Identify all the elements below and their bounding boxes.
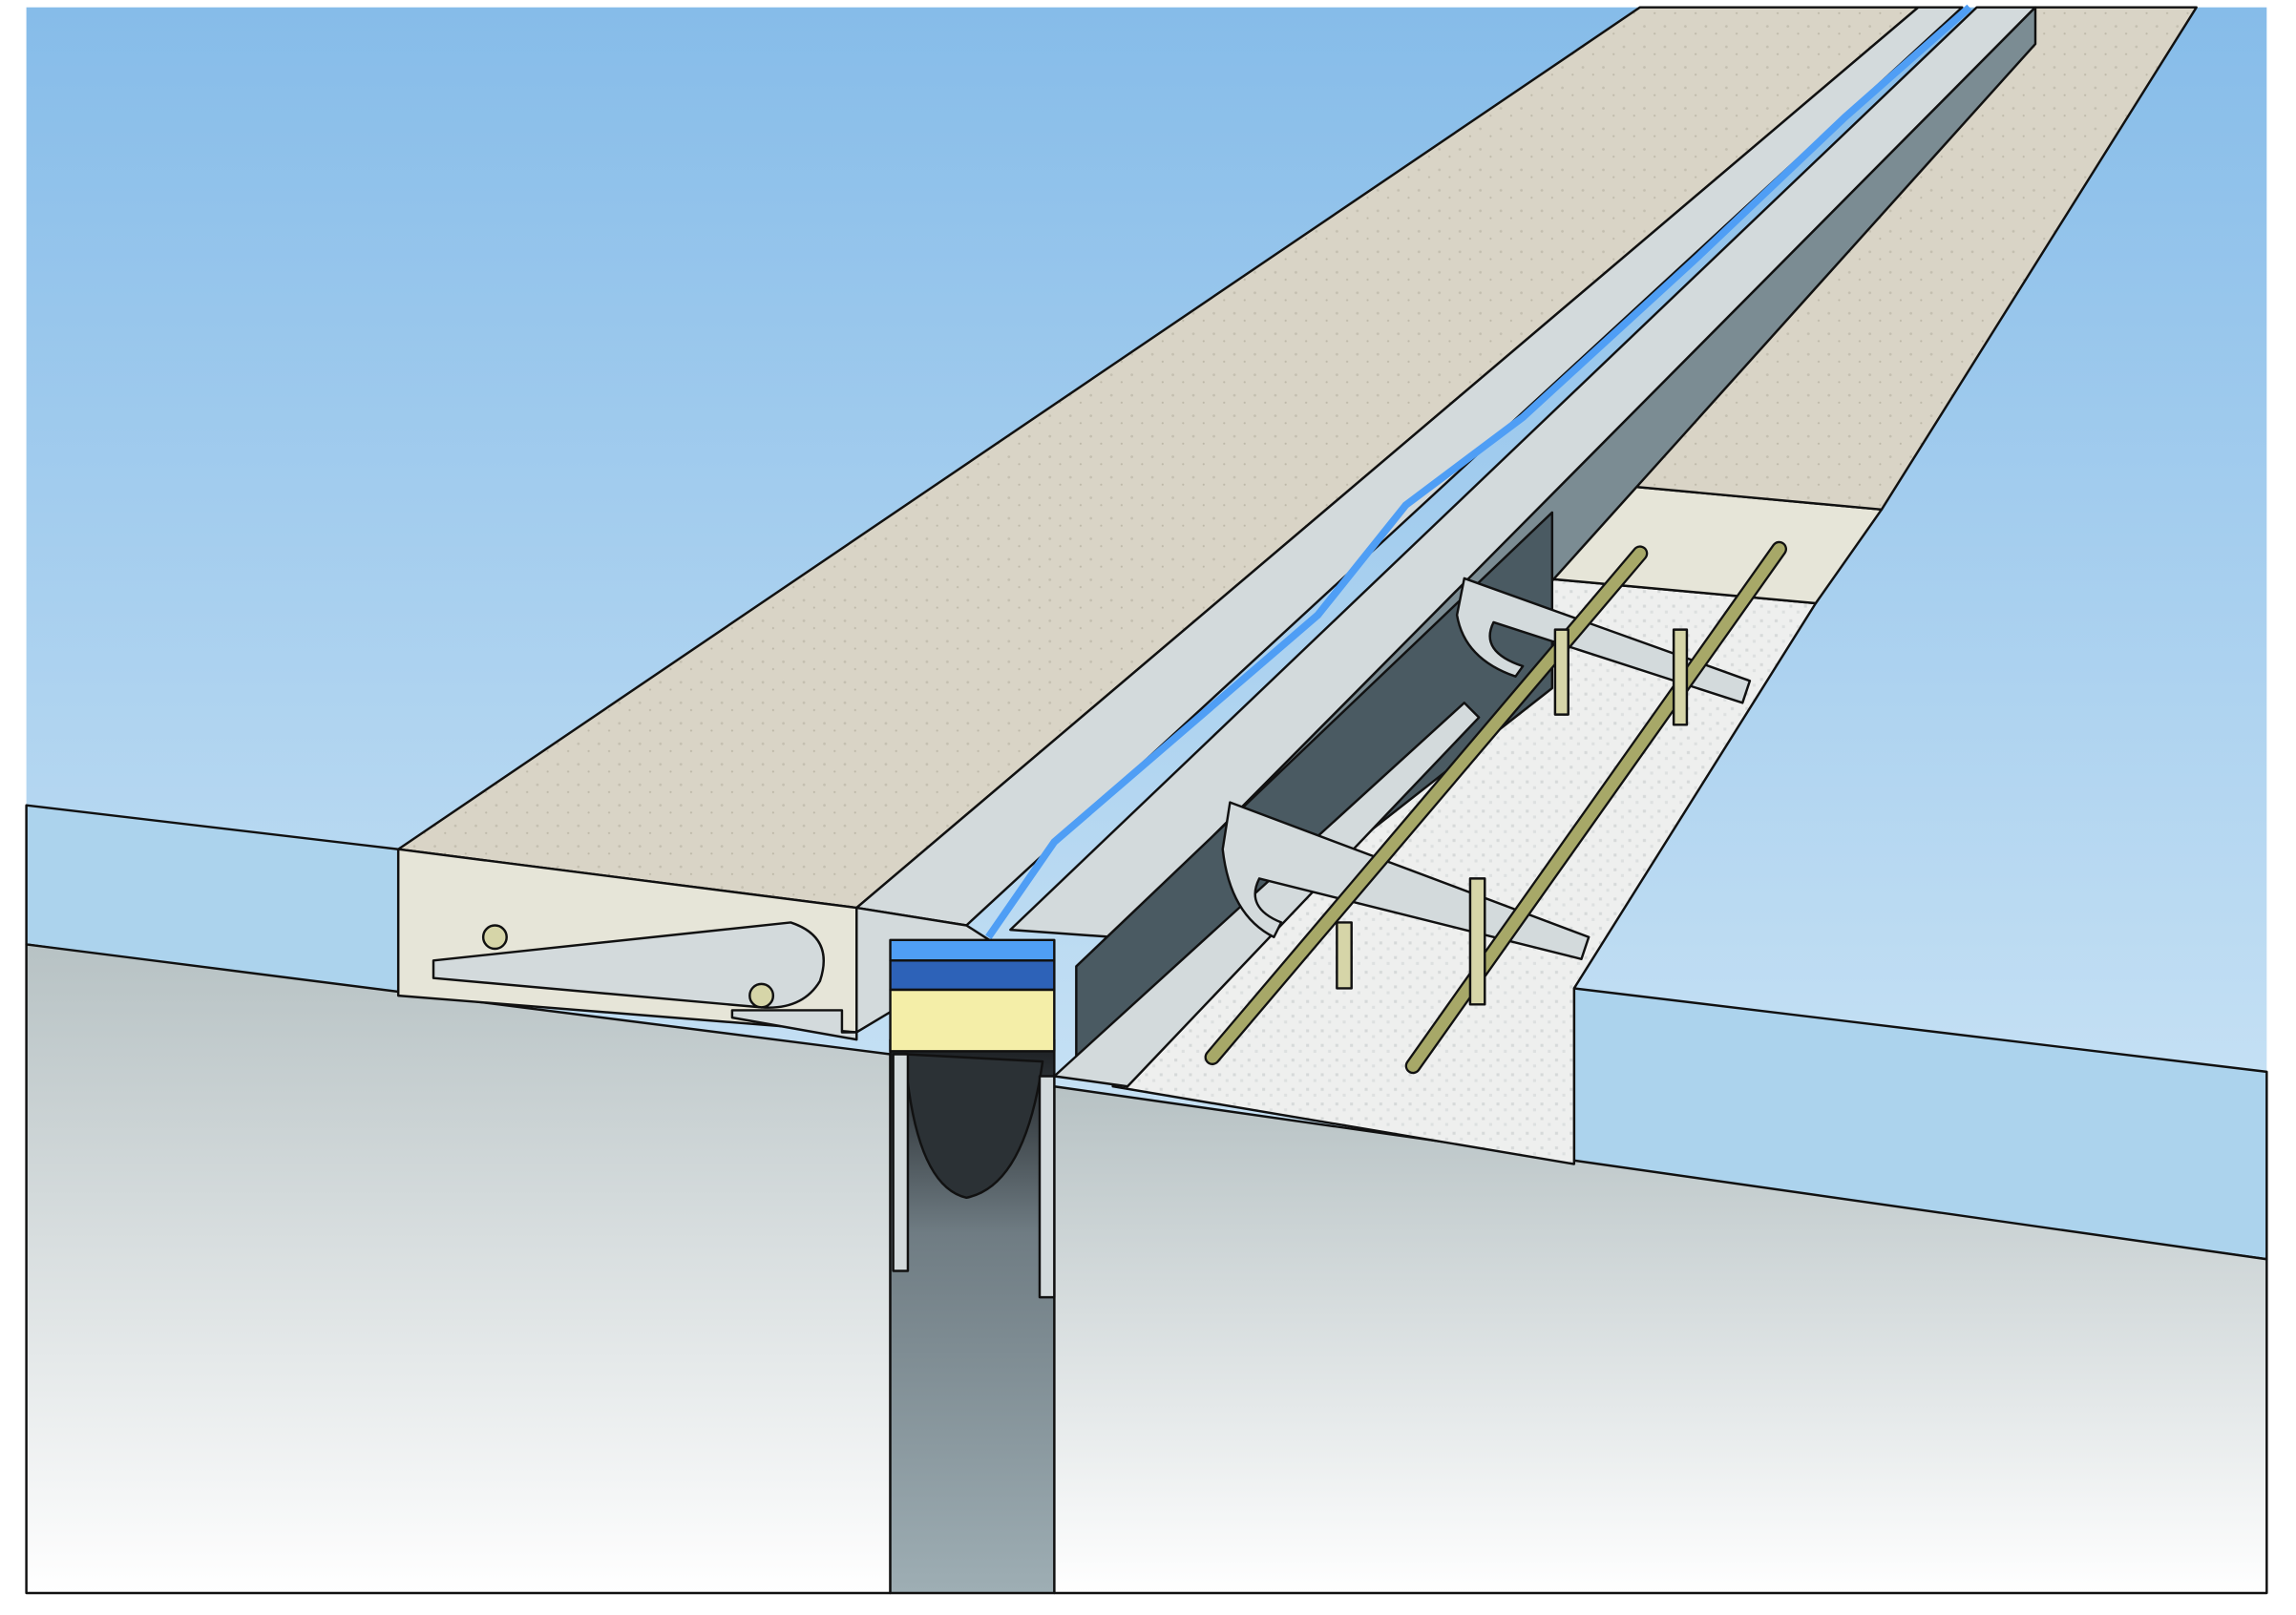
seal-top <box>889 938 1056 962</box>
stud <box>1336 921 1353 990</box>
stud <box>1468 877 1486 1006</box>
seal-strip <box>985 4 1972 939</box>
seal-dark <box>889 959 1056 992</box>
right-flange <box>1053 702 1481 1088</box>
right-edge-beam-web <box>1075 511 1554 1063</box>
gap-angle-left <box>892 1053 910 1272</box>
stud <box>1672 628 1689 726</box>
ground <box>25 943 892 1595</box>
filler <box>889 988 1056 1053</box>
rebar-end <box>481 924 508 951</box>
backer-rod <box>903 1053 1044 1200</box>
anchor-loop <box>1221 801 1590 960</box>
stud <box>1553 628 1569 716</box>
rebar-end <box>748 982 775 1009</box>
anchor-loop-left <box>432 921 825 1009</box>
gap-angle-right <box>1038 1075 1056 1299</box>
